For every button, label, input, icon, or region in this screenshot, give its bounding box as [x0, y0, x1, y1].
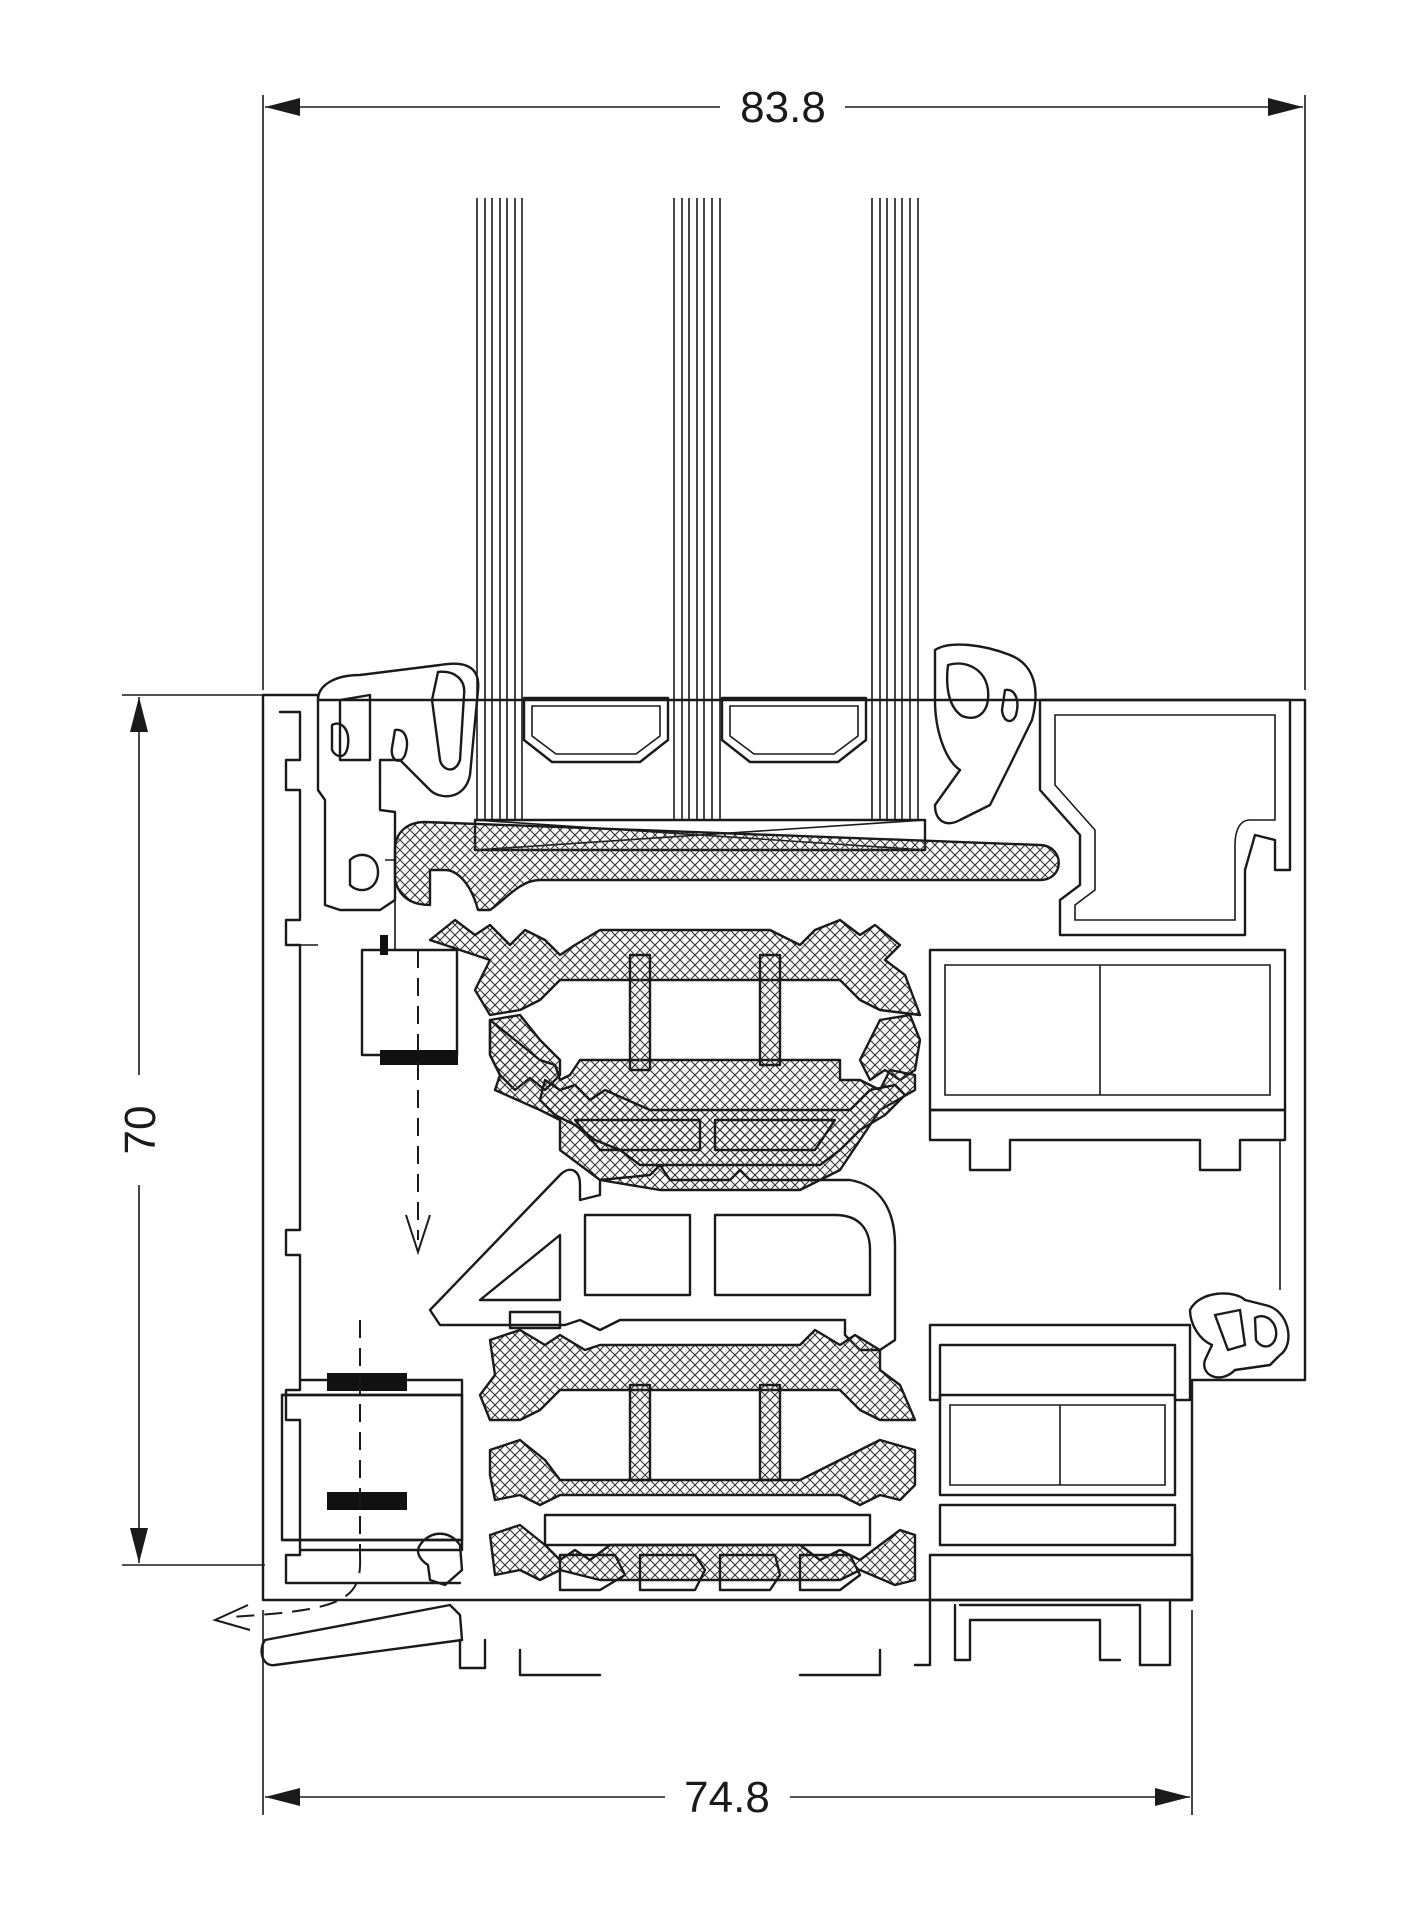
- dimension-frame-height: 70: [116, 694, 265, 1566]
- dimension-label-overall-width: 83.8: [740, 83, 826, 132]
- glazing-bead-outer: [316, 662, 480, 912]
- dimension-overall-width: 83.8: [262, 83, 1306, 690]
- sash-insulation-upper: [393, 820, 1060, 1192]
- dimension-label-frame-height: 70: [116, 1106, 165, 1155]
- frame-insulation-lower: [428, 1163, 917, 1592]
- drainage-path-upper: [360, 859, 459, 1256]
- glass-pane-middle: [673, 198, 721, 820]
- dimension-label-frame-width: 74.8: [684, 1773, 770, 1822]
- glass-pane-inner: [871, 198, 919, 820]
- sash-chamber-upper-right: [928, 698, 1292, 1172]
- dimension-frame-width: 74.8: [262, 1610, 1193, 1822]
- glass-spacers: [522, 696, 868, 764]
- sash-gasket-lower: [1188, 1140, 1290, 1379]
- glass-panes: [476, 198, 919, 820]
- glass-pane-outer: [476, 198, 523, 820]
- glazing-gasket-inner: [933, 643, 1037, 825]
- drainage-path-lower: [212, 1320, 882, 1677]
- frame-chamber-lower-right: [913, 1323, 1194, 1667]
